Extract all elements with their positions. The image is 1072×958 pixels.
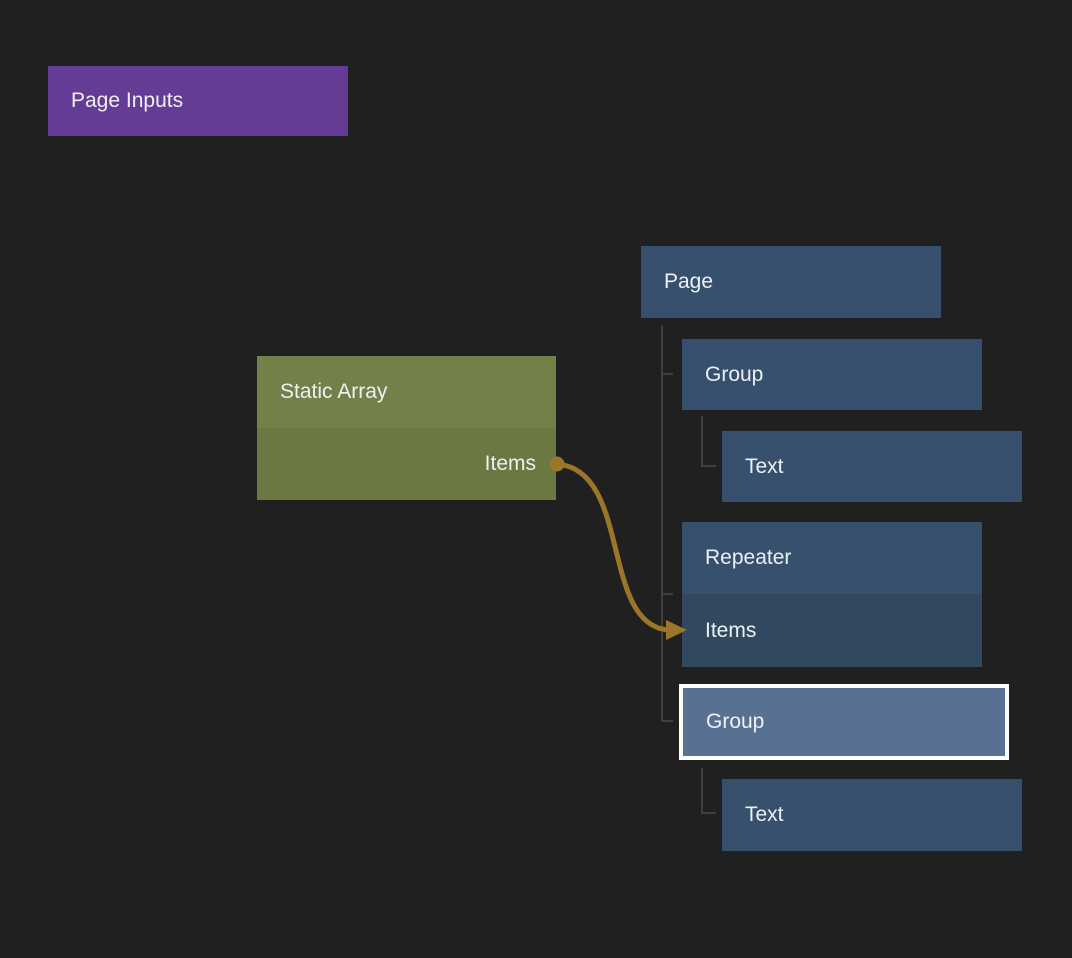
static-array-title: Static Array <box>280 380 388 403</box>
tree-connector-tick-group2 <box>661 720 673 722</box>
static-array-items-output-row[interactable]: Items <box>257 428 556 500</box>
static-array-items-output-label: Items <box>484 452 536 475</box>
static-array-node[interactable]: Static Array Items <box>257 356 556 500</box>
tree-connector-vertical-group1 <box>701 416 703 467</box>
tree-node-page[interactable]: Page <box>641 246 941 318</box>
tree-node-text-2[interactable]: Text <box>722 779 1022 851</box>
tree-node-text-1[interactable]: Text <box>722 431 1022 502</box>
tree-node-group-2-selected[interactable]: Group <box>679 684 1009 760</box>
static-array-header[interactable]: Static Array <box>257 356 556 428</box>
items-output-port[interactable] <box>549 456 565 472</box>
tree-node-page-label: Page <box>664 270 714 293</box>
tree-connector-tick-repeater <box>661 593 673 595</box>
tree-connector-tick-text2 <box>701 812 716 814</box>
tree-connector-vertical-group2 <box>701 768 703 814</box>
repeater-header[interactable]: Repeater <box>682 522 982 594</box>
tree-connector-tick-text1 <box>701 465 716 467</box>
repeater-title: Repeater <box>705 546 792 569</box>
tree-node-text-2-label: Text <box>745 803 784 826</box>
repeater-items-input-label: Items <box>705 618 757 642</box>
wire-arrowhead-icon <box>666 620 687 640</box>
tree-node-group-1[interactable]: Group <box>682 339 982 410</box>
tree-connector-tick-group1 <box>661 373 673 375</box>
tree-connector-vertical-main <box>661 325 663 722</box>
page-inputs-node[interactable]: Page Inputs <box>48 66 348 136</box>
tree-node-repeater[interactable]: Repeater Items <box>682 522 982 667</box>
repeater-items-input-row[interactable]: Items <box>682 594 982 667</box>
page-inputs-label: Page Inputs <box>71 89 184 112</box>
tree-node-group-2-label: Group <box>706 710 765 733</box>
connection-wire[interactable] <box>556 461 669 633</box>
tree-node-group-1-label: Group <box>705 362 764 386</box>
tree-node-text-1-label: Text <box>745 454 784 478</box>
